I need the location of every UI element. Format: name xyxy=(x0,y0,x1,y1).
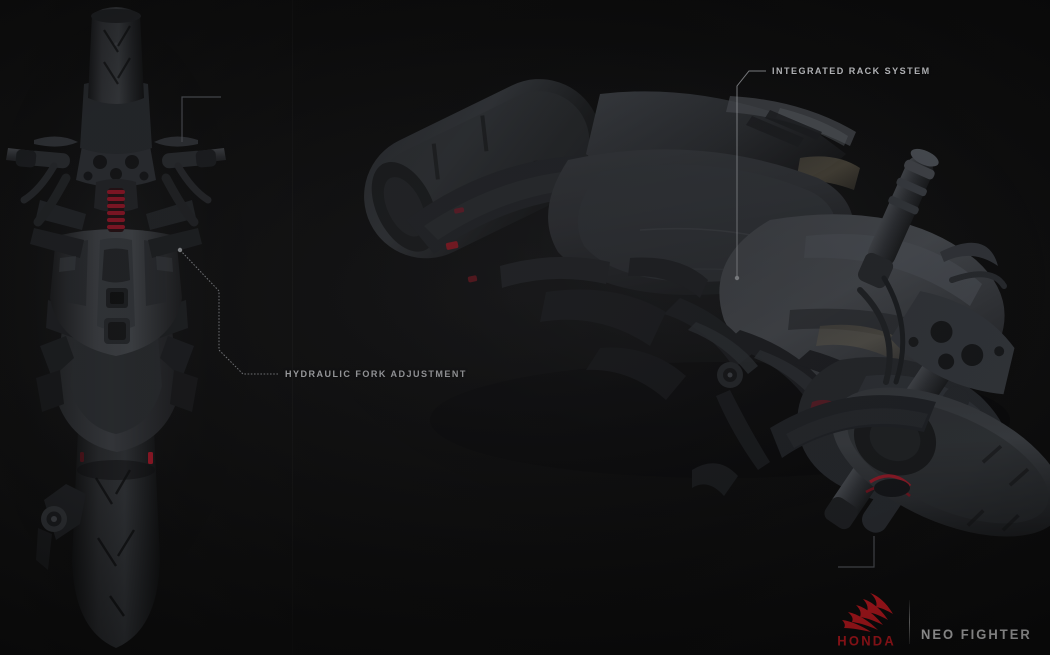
concept-sheet: INTEGRATED RACK SYSTEM HYDRAULIC FORK AD… xyxy=(0,0,1050,655)
background-vignette xyxy=(0,0,1050,655)
